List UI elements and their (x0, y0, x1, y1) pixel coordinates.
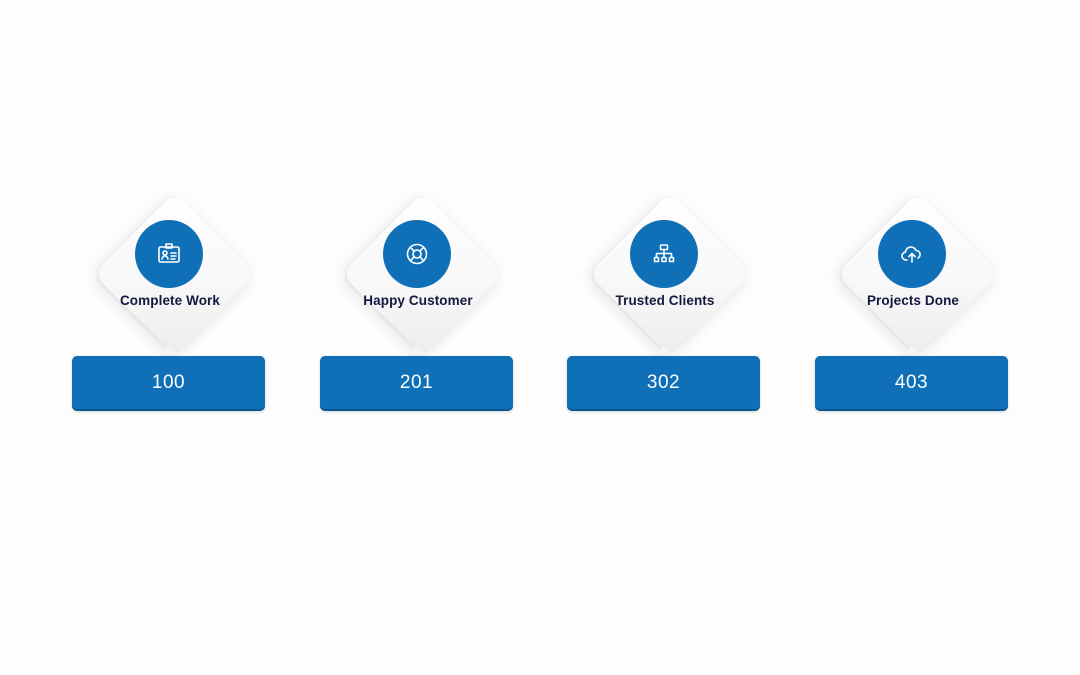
stat-value: 100 (72, 356, 265, 411)
sitemap-icon (653, 244, 675, 263)
stat-value: 403 (815, 356, 1008, 411)
lifebuoy-icon (406, 243, 428, 265)
id-card-icon (158, 243, 180, 263)
stat-card-complete-work: Complete Work 100 (70, 191, 270, 414)
stat-label: Happy Customer (363, 293, 473, 308)
icon-badge (630, 220, 698, 288)
stat-value: 201 (320, 356, 513, 411)
icon-badge (383, 220, 451, 288)
stat-card-happy-customer: Happy Customer 201 (318, 191, 518, 414)
stat-label: Trusted Clients (615, 293, 715, 308)
cloud-upload-icon (901, 246, 921, 263)
stat-value: 302 (567, 356, 760, 411)
stat-label: Projects Done (866, 293, 960, 308)
icon-badge (878, 220, 946, 288)
stat-card-projects-done: Projects Done 403 (813, 191, 1013, 414)
icon-badge (135, 220, 203, 288)
stat-label: Complete Work (119, 293, 221, 308)
stat-card-trusted-clients: Trusted Clients 302 (565, 191, 765, 414)
